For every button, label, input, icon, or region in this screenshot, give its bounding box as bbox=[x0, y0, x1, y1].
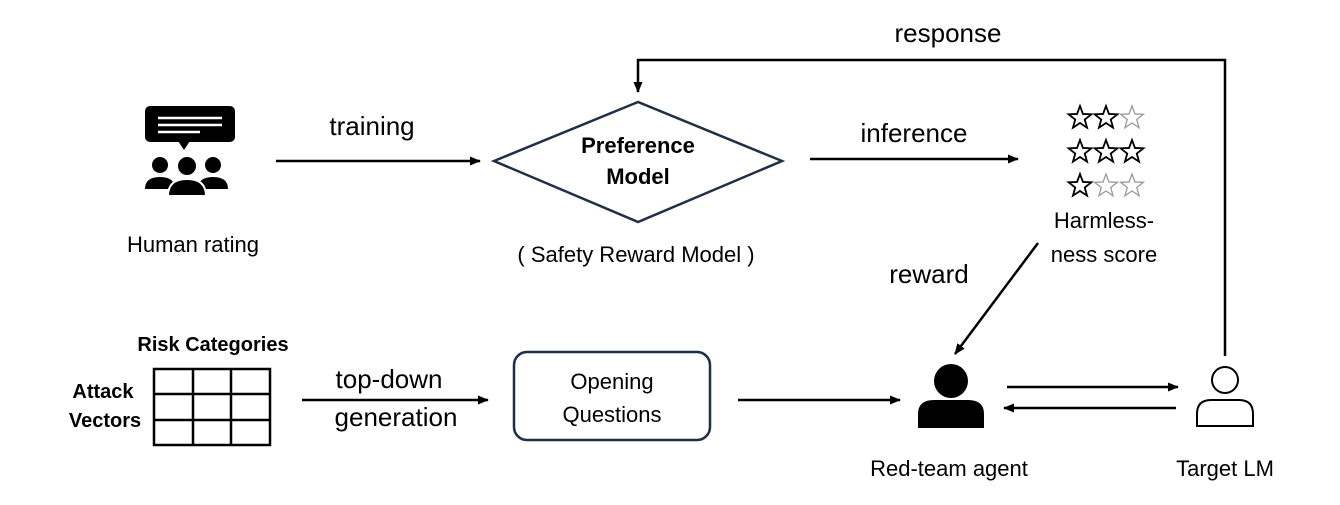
response-label: response bbox=[895, 18, 1002, 48]
risk-categories-title: Risk Categories bbox=[137, 334, 288, 356]
preference-model-caption: ( Safety Reward Model ) bbox=[517, 242, 754, 267]
target-lm-label: Target LM bbox=[1176, 456, 1274, 481]
harmlessness-stars bbox=[1066, 103, 1146, 198]
preference-model-title-line2: Model bbox=[606, 164, 670, 189]
training-label: training bbox=[329, 111, 414, 141]
risk-attack-grid bbox=[152, 367, 272, 447]
reward-arrow bbox=[953, 242, 1040, 355]
inference-label: inference bbox=[861, 118, 968, 148]
red-team-agent-label: Red-team agent bbox=[870, 456, 1028, 481]
empty-star-icon bbox=[1118, 104, 1146, 130]
filled-star-icon bbox=[1066, 103, 1094, 130]
response-arrow bbox=[633, 58, 1227, 356]
preference-model-diamond bbox=[490, 100, 786, 224]
filled-star-icon bbox=[1092, 103, 1120, 130]
attack-vectors-title-line2: Vectors bbox=[69, 410, 141, 432]
attack-vectors-title-line1: Attack bbox=[72, 381, 134, 403]
opening-questions-line1: Opening bbox=[570, 369, 653, 394]
filled-star-icon bbox=[1118, 137, 1146, 164]
top-down-label-line1: top-down bbox=[336, 364, 443, 394]
red-team-agent-icon bbox=[918, 364, 984, 428]
reward-label: reward bbox=[889, 259, 968, 289]
harmlessness-label-line2: ness score bbox=[1051, 242, 1157, 267]
preference-model-title-line1: Preference bbox=[581, 133, 695, 158]
empty-star-icon bbox=[1092, 172, 1120, 198]
filled-star-icon bbox=[1066, 137, 1094, 164]
target-lm-icon bbox=[1196, 366, 1254, 427]
empty-star-icon bbox=[1118, 172, 1146, 198]
human-rating-label: Human rating bbox=[127, 232, 259, 257]
filled-star-icon bbox=[1066, 171, 1094, 198]
opening-questions-box bbox=[512, 350, 712, 442]
filled-star-icon bbox=[1092, 137, 1120, 164]
human-rating-icon bbox=[145, 106, 235, 197]
harmlessness-label-line1: Harmless- bbox=[1054, 208, 1154, 233]
top-down-label-line2: generation bbox=[335, 402, 458, 432]
opening-questions-line2: Questions bbox=[562, 402, 661, 427]
